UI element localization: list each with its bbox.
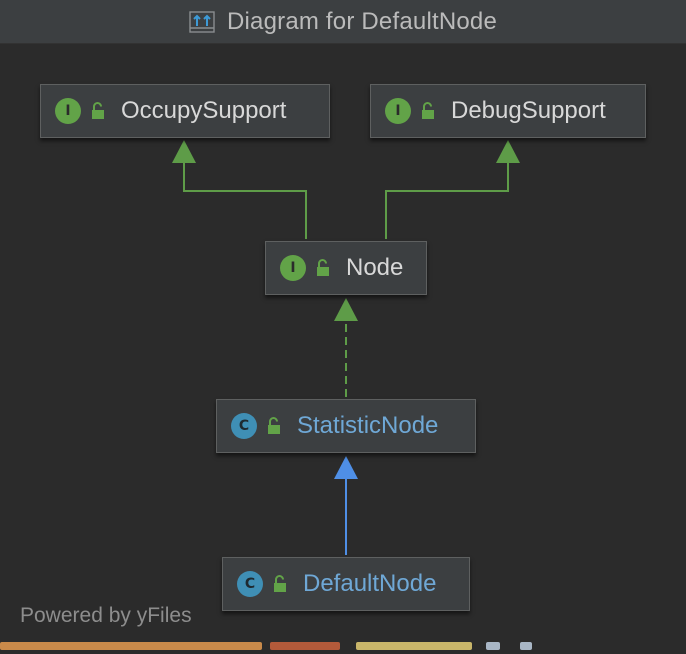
- node-label-debugsupport: DebugSupport: [451, 97, 606, 124]
- class-icon: C: [231, 413, 257, 439]
- powered-by-label: Powered by yFiles: [20, 604, 192, 627]
- unlocked-icon: [419, 102, 435, 120]
- node-debugsupport[interactable]: I DebugSupport: [370, 84, 646, 138]
- node-defaultnode[interactable]: C DefaultNode: [222, 557, 470, 611]
- edges-layer: [172, 140, 520, 555]
- node-occupysupport[interactable]: I OccupySupport: [40, 84, 330, 138]
- arrowhead-occupysupport: [172, 140, 196, 163]
- arrowhead-statisticnode: [334, 456, 358, 479]
- class-icon: C: [237, 571, 263, 597]
- unlocked-icon: [265, 417, 281, 435]
- edge-node-to-debugsupport: [385, 160, 509, 239]
- node-statisticnode[interactable]: C StatisticNode: [216, 399, 476, 453]
- interface-icon: I: [280, 255, 306, 281]
- node-label-defaultnode: DefaultNode: [303, 570, 437, 597]
- interface-icon: I: [55, 98, 81, 124]
- node-node[interactable]: I Node: [265, 241, 427, 295]
- title-bar: Diagram for DefaultNode: [0, 0, 686, 44]
- node-label-node: Node: [346, 254, 404, 281]
- arrowhead-debugsupport: [496, 140, 520, 163]
- edge-node-to-occupysupport: [183, 160, 307, 239]
- window-title: Diagram for DefaultNode: [226, 7, 498, 35]
- arrowhead-node: [334, 298, 358, 321]
- node-label-occupysupport: OccupySupport: [121, 97, 287, 124]
- node-label-statisticnode: StatisticNode: [297, 412, 439, 439]
- unlocked-icon: [89, 102, 105, 120]
- interface-icon: I: [385, 98, 411, 124]
- unlocked-icon: [314, 259, 330, 277]
- diagram-canvas[interactable]: I OccupySupport I DebugSupport I Node C: [0, 44, 686, 654]
- class-diagram-icon: [189, 10, 215, 33]
- cut-off-code-strip: [0, 640, 686, 654]
- unlocked-icon: [271, 575, 287, 593]
